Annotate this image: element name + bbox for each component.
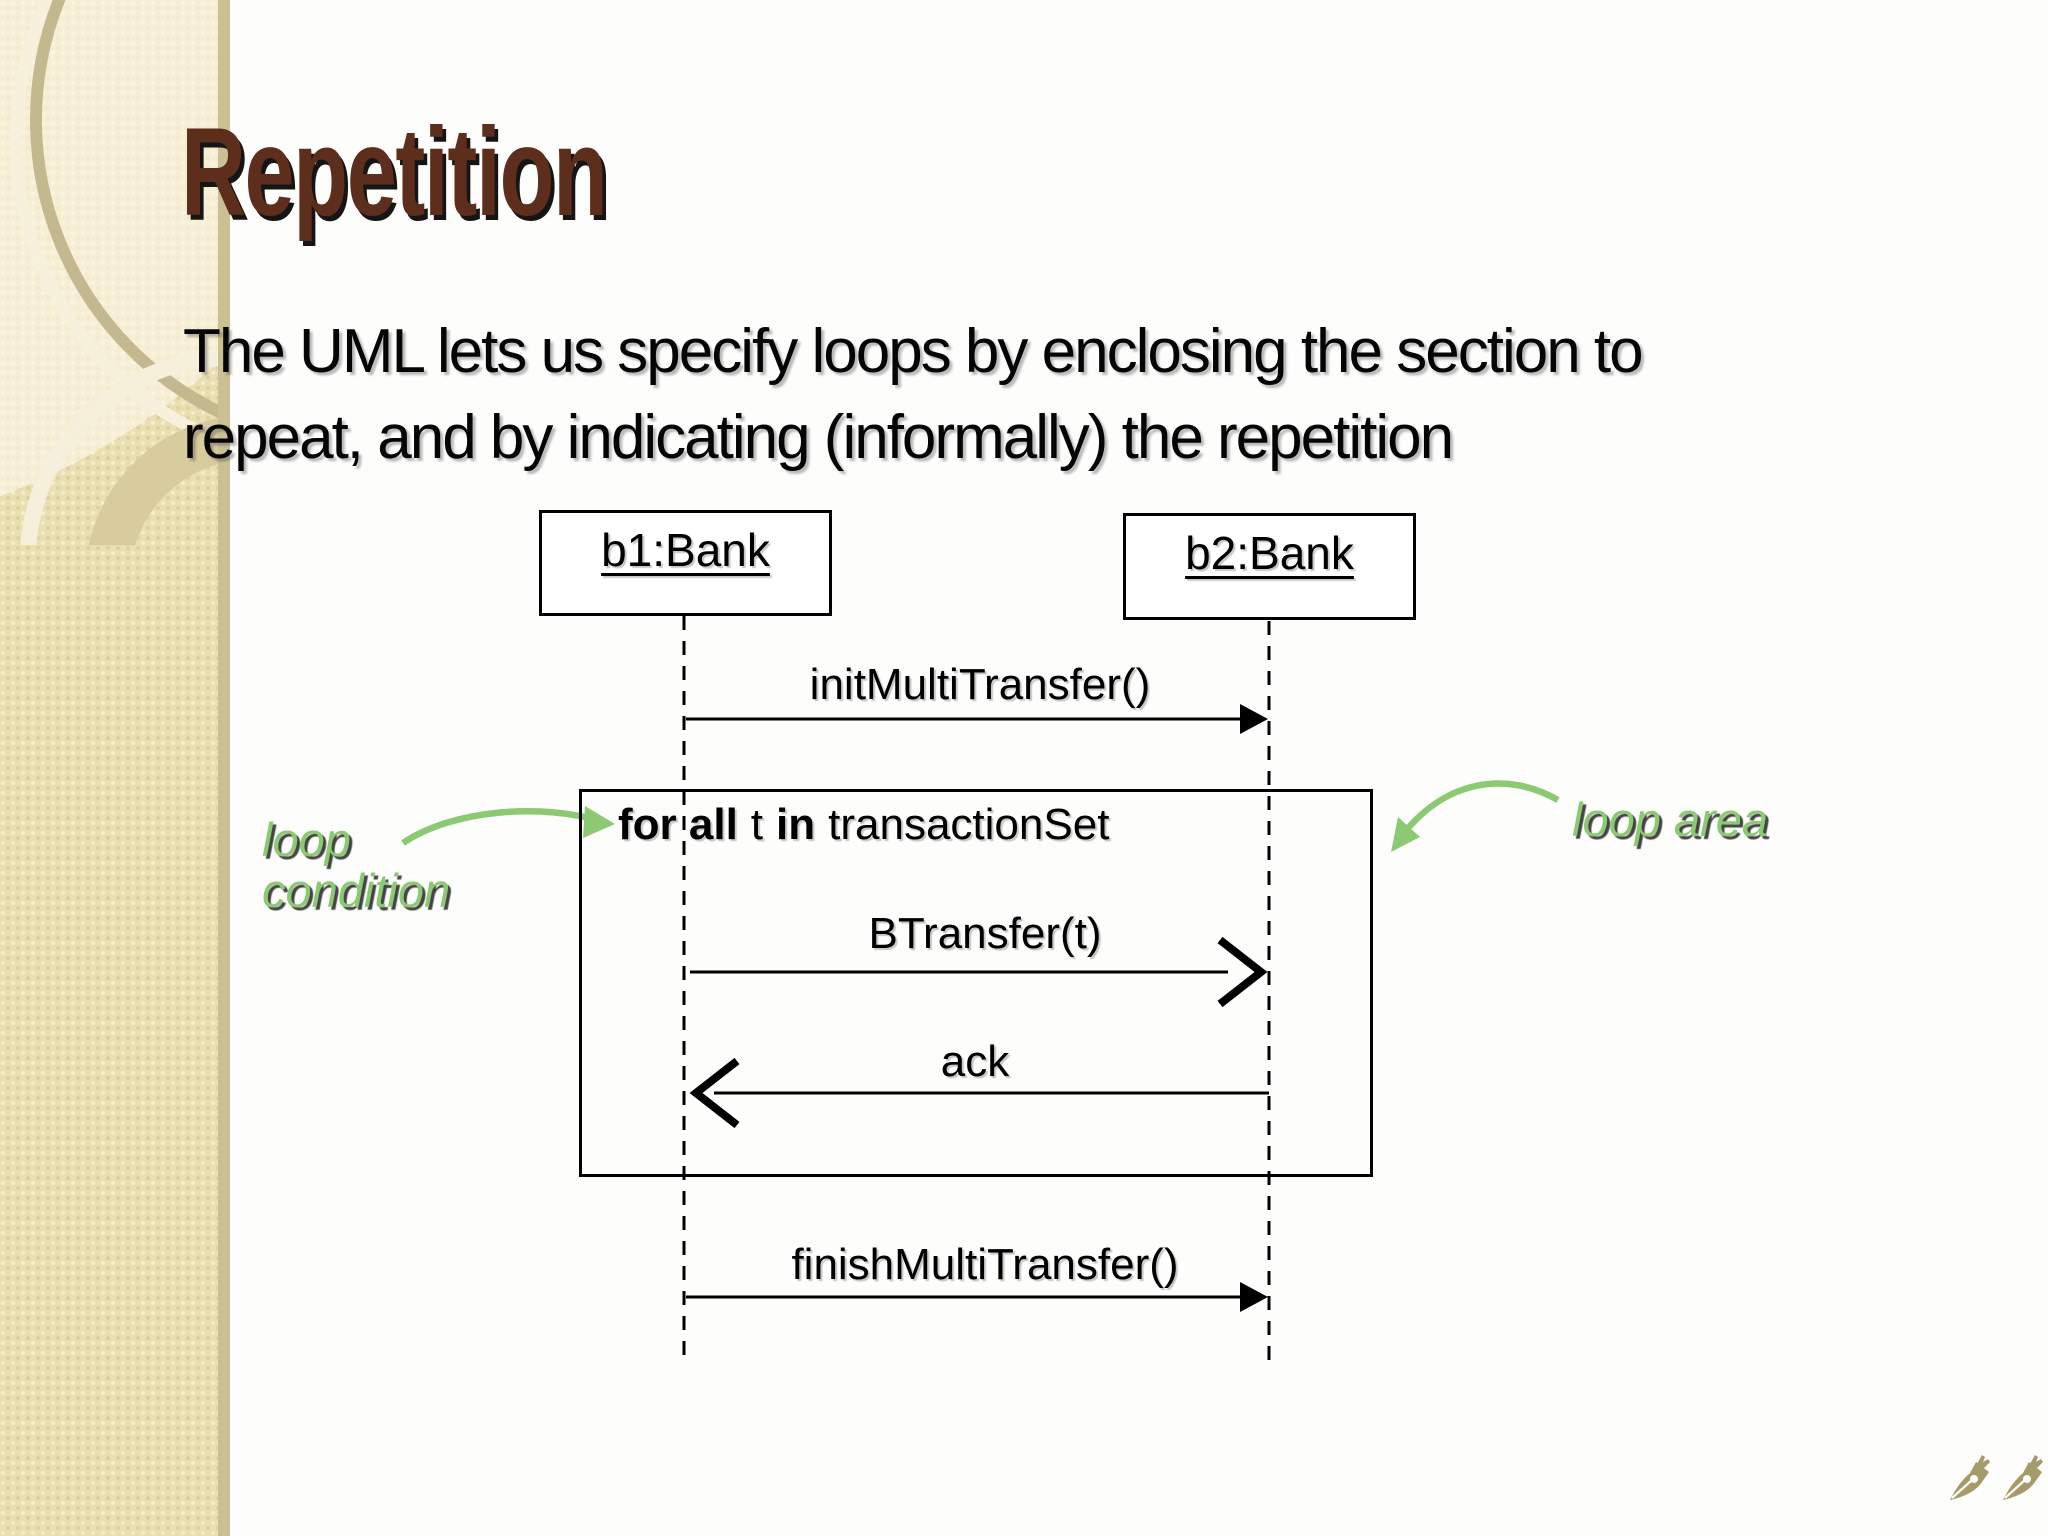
pen-nib-icon [2003,1455,2043,1500]
guard-variable: t [750,800,764,849]
guard-set: transactionSet [828,800,1110,849]
loop-condition-arrow [401,808,601,846]
green-arrowhead-icon [1391,817,1420,852]
loop-area-annotation: loop area [1572,793,1768,846]
body-text: The UML lets us specify loops by enclosi… [183,309,1883,481]
object-box-b1: b1:Bank [539,510,832,616]
message-label-finish: finishMultiTransfer() [791,1240,1179,1289]
object-label: b1:Bank [601,524,770,576]
loop-area-arrow [1401,780,1560,836]
message-label-ack: ack [940,1037,1010,1086]
pen-nib-icon [1950,1455,1990,1500]
filled-arrowhead-icon [1240,1282,1268,1312]
body-text-line: repeat, and by indicating (informally) t… [183,403,1454,472]
object-label: b2:Bank [1185,527,1354,579]
loop-box [579,789,1373,1177]
loop-condition-annotation: loop condition [262,814,450,916]
filled-arrowhead-icon [1240,704,1268,734]
sidebar-top-cluster [0,0,218,545]
message-label-btransfer: BTransfer(t) [868,909,1102,958]
open-arrowhead-icon [1217,936,1268,1008]
annotation-arrows [401,780,1560,852]
message-arrows [686,704,1269,1312]
guard-keyword: for all [618,800,738,849]
annotation-line: loop [262,813,351,866]
slide-title: Repetition [181,103,608,242]
message-label-init: initMultiTransfer() [809,660,1151,709]
body-text-line: The UML lets us specify loops by enclosi… [183,317,1644,386]
annotation-line: condition [262,864,451,917]
guard-keyword: in [776,800,816,849]
green-arrowhead-icon [583,806,615,838]
footer-icons [1948,1454,2048,1502]
object-box-b2: b2:Bank [1123,513,1416,620]
open-arrowhead-icon [689,1057,740,1129]
sidebar-decoration [0,0,230,1536]
